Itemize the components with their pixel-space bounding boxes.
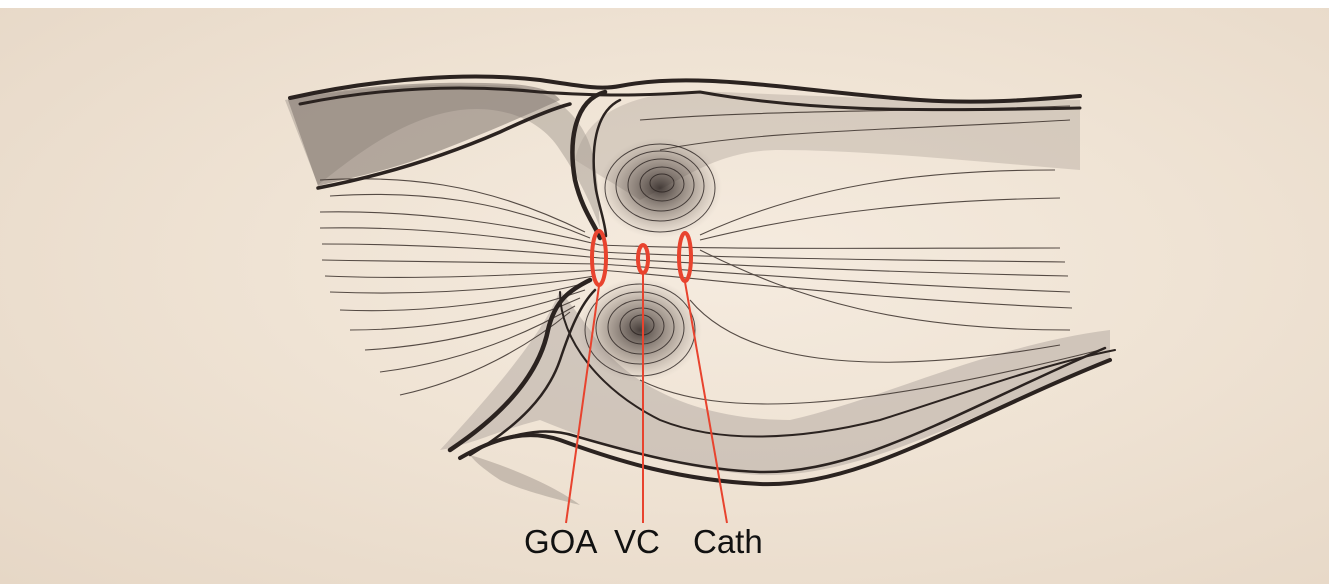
lower-wall-shading	[440, 290, 1110, 475]
lower-fringe-shading	[470, 455, 580, 505]
cath-leader-line	[685, 282, 727, 523]
cath-label: Cath	[693, 524, 763, 560]
vc-label: VC	[614, 524, 660, 560]
goa-label: GOA	[524, 524, 597, 560]
cath-marker	[679, 233, 691, 281]
upper-vortex	[598, 138, 722, 238]
lower-vortex	[578, 278, 702, 382]
vc-marker	[638, 245, 648, 273]
